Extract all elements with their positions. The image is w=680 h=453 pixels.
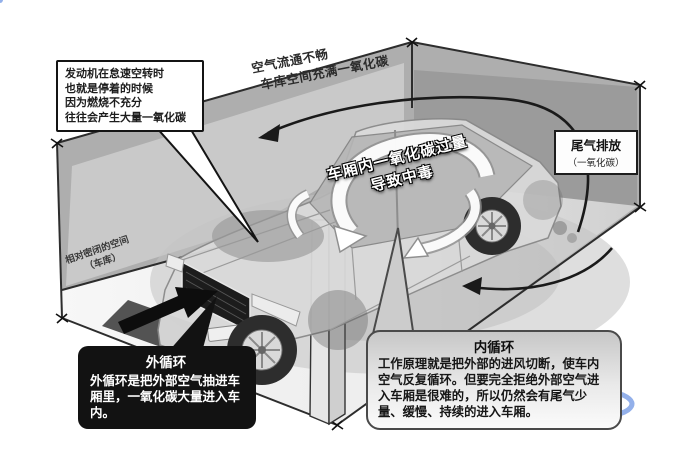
idle-note-line: 发动机在怠速空转时 [65,68,164,80]
idle-note-tail [145,117,259,243]
wheel-rear-far [523,180,563,220]
headlight-left [165,253,185,273]
outer-loop-body: 外循环是把外部空气抽进车厢里，一氧化碳大量进入车内。 [90,374,241,420]
idle-engine-note: 发动机在怠速空转时 也就是停着的时候 因为燃烧不充分 往往会产生大量一氧化碳 [56,60,204,133]
wheel-front-far [308,290,368,350]
cabin-swirl-arrows [286,132,496,259]
inner-loop-tail [370,227,416,339]
exhaust-puff-2 [567,233,577,243]
idle-note-line: 往往会产生大量一氧化碳 [65,111,186,124]
outer-loop-tail [168,296,217,352]
inner-loop-body: 工作原理就是把外部的进风切断，使车内空气反复循环。但要完全拒绝外部空气进入车厢是… [378,357,600,419]
floor-circulation-arrow [471,247,613,291]
inner-loop-bubble: 内循环 工作原理就是把外部的进风切断，使车内空气反复循环。但要完全拒绝外部空气进… [366,330,622,430]
floor-arrowhead [462,277,482,295]
headlight-right [251,293,301,327]
idle-note-line: 因为燃烧不充分 [65,97,142,110]
corner-ticks [50,37,647,431]
left-wall-panel [66,63,404,286]
exhaust-puff [553,221,567,235]
exhaust-emission-box: 尾气排放 （一氧化碳） [554,130,638,175]
outer-loop-bubble: 外循环 外循环是把外部空气抽进车厢里，一氧化碳大量进入车内。 [78,346,256,429]
outer-loop-title: 外循环 [145,355,187,370]
inner-loop-title: 内循环 [473,340,515,355]
hood-lines [181,209,336,275]
wall-arrowhead [258,124,280,142]
idle-note-line: 也就是停着的时候 [65,82,153,95]
intake-arrow [118,287,218,334]
exhaust-box-title: 尾气排放 [570,139,621,153]
exhaust-box-subtitle: （一氧化碳） [567,158,625,169]
